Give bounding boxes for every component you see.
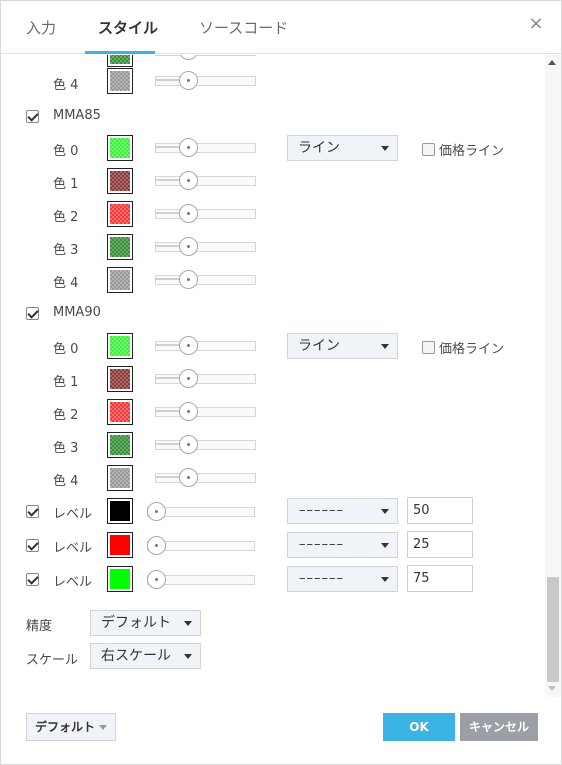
color-swatch[interactable]	[107, 333, 133, 359]
chevron-down-icon	[381, 509, 389, 514]
chevron-down-icon	[381, 543, 389, 548]
color-label: 色 1	[53, 375, 79, 390]
chevron-down-icon	[381, 344, 389, 349]
color-label: 色 0	[53, 144, 79, 159]
level-color-swatch[interactable]	[107, 498, 133, 524]
color-swatch[interactable]	[107, 68, 133, 94]
chevron-down-icon	[99, 725, 107, 730]
level-color-swatch[interactable]	[107, 566, 133, 592]
color-swatch[interactable]	[107, 432, 133, 458]
chevron-down-icon	[184, 621, 192, 626]
vertical-scrollbar[interactable]	[545, 55, 561, 697]
opacity-slider[interactable]	[155, 270, 256, 289]
level-line-style-select[interactable]: ––––––	[287, 498, 398, 524]
color-swatch[interactable]	[107, 399, 133, 425]
style-settings-panel: 色 4 MMA85 色 0 ライン 価格ライン 色 1 色 2 色 3 色 4 …	[1, 55, 545, 695]
level-value-input[interactable]: 25	[407, 531, 473, 558]
scroll-down-arrow-icon[interactable]	[548, 686, 556, 691]
chevron-down-icon	[381, 577, 389, 582]
color-swatch[interactable]	[107, 465, 133, 491]
color-swatch[interactable]	[107, 201, 133, 227]
color-label: 色 0	[53, 342, 79, 357]
active-tab-indicator	[85, 51, 155, 54]
precision-select[interactable]: デフォルト	[90, 610, 201, 636]
level-checkbox[interactable]	[26, 539, 39, 552]
price-line-checkbox[interactable]	[422, 341, 435, 354]
color-swatch[interactable]	[107, 366, 133, 392]
color-swatch[interactable]	[107, 168, 133, 194]
color-label: 色 3	[53, 441, 79, 456]
level-opacity-slider[interactable]	[147, 570, 255, 589]
color-swatch[interactable]	[107, 267, 133, 293]
color-label: 色 1	[53, 177, 79, 192]
opacity-slider[interactable]	[155, 237, 256, 256]
line-type-select[interactable]: ライン	[287, 333, 398, 359]
color-label: 色 4	[53, 78, 79, 93]
mma85-checkbox[interactable]	[26, 110, 39, 123]
opacity-slider[interactable]	[155, 435, 256, 454]
cancel-button[interactable]: キャンセル	[460, 713, 538, 741]
defaults-dropdown-button[interactable]: デフォルト	[26, 713, 116, 741]
scale-label: スケール	[26, 653, 79, 668]
mma90-checkbox[interactable]	[26, 307, 39, 320]
level-opacity-slider[interactable]	[147, 536, 255, 555]
opacity-slider[interactable]	[155, 468, 256, 487]
level-line-style-select[interactable]: ––––––	[287, 532, 398, 558]
opacity-slider[interactable]	[155, 336, 256, 355]
color-swatch[interactable]	[107, 135, 133, 161]
ok-button[interactable]: OK	[383, 713, 455, 741]
level-checkbox[interactable]	[26, 573, 39, 586]
tab-bar: 入力 スタイル ソースコード ×	[1, 1, 561, 54]
color-label: 色 4	[53, 276, 79, 291]
color-swatch[interactable]	[107, 234, 133, 260]
price-line-label: 価格ライン	[439, 342, 505, 357]
scale-select[interactable]: 右スケール	[90, 643, 201, 669]
tab-style[interactable]: スタイル	[98, 19, 159, 37]
mma90-label: MMA90	[53, 305, 101, 320]
tab-inputs[interactable]: 入力	[26, 19, 57, 37]
level-value-input[interactable]: 50	[407, 497, 473, 524]
mma85-label: MMA85	[53, 108, 101, 123]
precision-label: 精度	[26, 619, 53, 634]
color-swatch-partial[interactable]	[107, 55, 133, 67]
color-label: 色 2	[53, 408, 79, 423]
scroll-thumb[interactable]	[547, 577, 559, 682]
level-value-input[interactable]: 75	[407, 565, 473, 592]
level-color-swatch[interactable]	[107, 532, 133, 558]
opacity-slider[interactable]	[155, 171, 256, 190]
level-label: レベル	[53, 541, 93, 556]
color-label: 色 3	[53, 243, 79, 258]
color-label: 色 4	[53, 474, 79, 489]
line-type-select[interactable]: ライン	[287, 135, 398, 161]
opacity-slider[interactable]	[155, 369, 256, 388]
close-icon[interactable]: ×	[528, 13, 544, 34]
level-opacity-slider[interactable]	[147, 502, 255, 521]
level-label: レベル	[53, 575, 93, 590]
opacity-slider-partial[interactable]	[155, 55, 256, 60]
color-label: 色 2	[53, 210, 79, 225]
opacity-slider[interactable]	[155, 138, 256, 157]
opacity-slider[interactable]	[155, 402, 256, 421]
opacity-slider[interactable]	[155, 204, 256, 223]
price-line-label: 価格ライン	[439, 144, 505, 159]
chevron-down-icon	[184, 654, 192, 659]
price-line-checkbox[interactable]	[422, 143, 435, 156]
opacity-slider[interactable]	[155, 71, 256, 90]
level-checkbox[interactable]	[26, 505, 39, 518]
level-label: レベル	[53, 507, 93, 522]
scroll-up-arrow-icon[interactable]	[548, 60, 556, 65]
tab-source-code[interactable]: ソースコード	[199, 19, 289, 37]
chevron-down-icon	[381, 146, 389, 151]
level-line-style-select[interactable]: ––––––	[287, 566, 398, 592]
